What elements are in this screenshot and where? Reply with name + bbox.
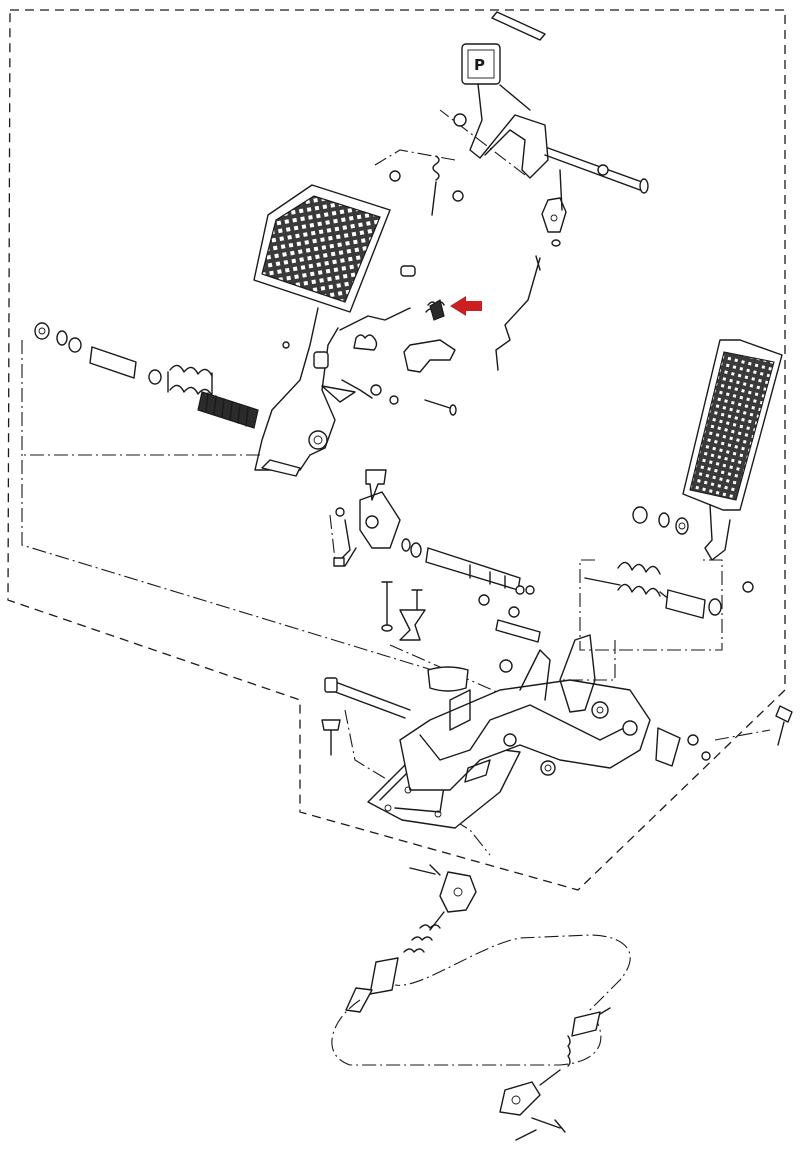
pivot-shaft-group (333, 469, 535, 595)
release-rod (495, 257, 541, 371)
cable-loop (331, 934, 631, 1066)
highlight-arrow (450, 296, 482, 316)
brake-pedal (253, 184, 391, 477)
release-cable-assembly (331, 864, 631, 1141)
parking-brake-pedal: P (389, 11, 649, 247)
callout-lines (20, 109, 771, 856)
accelerator-pedal (584, 339, 783, 619)
mounting-hardware (321, 581, 793, 767)
parking-brake-pad-label: P (474, 56, 485, 74)
parking-brake-pad (461, 43, 501, 85)
pedal-base-bracket (367, 634, 651, 829)
brake-pivot-parts (34, 265, 457, 429)
assembly-boundary (7, 9, 786, 891)
